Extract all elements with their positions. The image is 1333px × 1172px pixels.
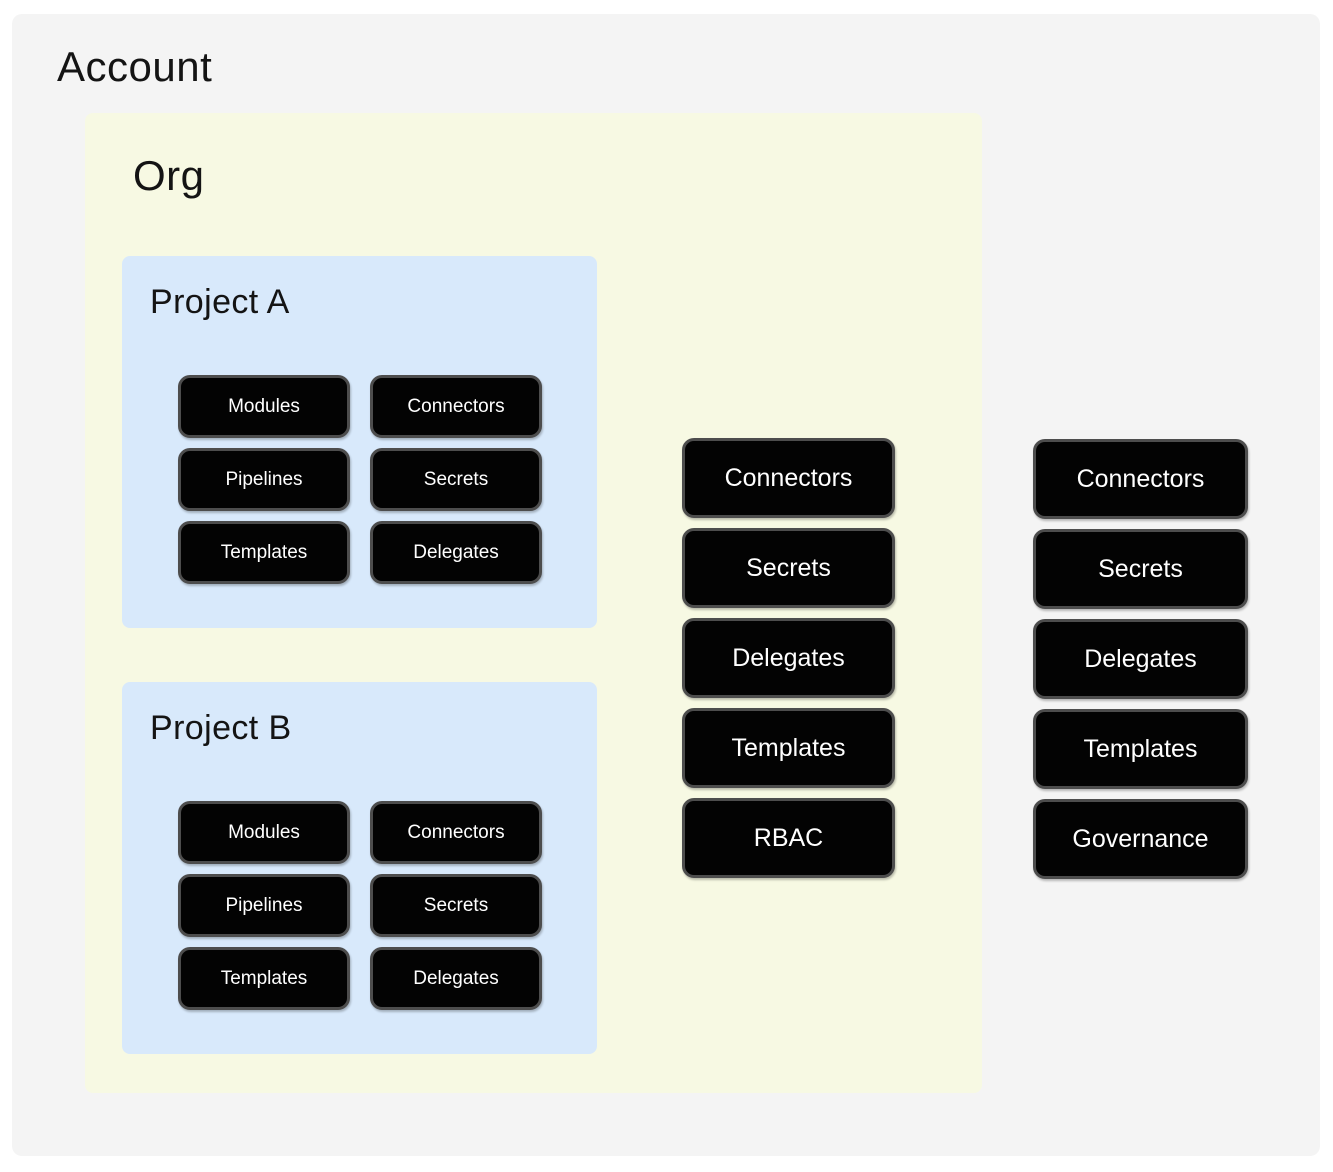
org-title: Org xyxy=(133,152,205,199)
pill-connectors: Connectors xyxy=(1033,439,1248,519)
project-b-container: Project B Modules Connectors Pipelines S… xyxy=(122,682,597,1054)
pill-templates: Templates xyxy=(178,947,350,1010)
org-pill-column: Connectors Secrets Delegates Templates R… xyxy=(682,438,895,878)
pill-templates: Templates xyxy=(682,708,895,788)
pill-secrets: Secrets xyxy=(682,528,895,608)
project-b-title: Project B xyxy=(150,709,292,747)
pill-connectors: Connectors xyxy=(370,375,542,438)
pill-secrets: Secrets xyxy=(370,448,542,511)
pill-pipelines: Pipelines xyxy=(178,448,350,511)
project-a-title: Project A xyxy=(150,283,290,321)
pill-connectors: Connectors xyxy=(682,438,895,518)
pill-modules: Modules xyxy=(178,375,350,438)
pill-rbac: RBAC xyxy=(682,798,895,878)
project-b-pill-grid: Modules Connectors Pipelines Secrets Tem… xyxy=(178,801,542,1010)
account-container: Account Org Project A Modules Connectors… xyxy=(12,14,1320,1156)
pill-delegates: Delegates xyxy=(682,618,895,698)
pill-delegates: Delegates xyxy=(370,521,542,584)
pill-secrets: Secrets xyxy=(1033,529,1248,609)
pill-secrets: Secrets xyxy=(370,874,542,937)
account-title: Account xyxy=(57,43,213,90)
pill-modules: Modules xyxy=(178,801,350,864)
pill-governance: Governance xyxy=(1033,799,1248,879)
pill-templates: Templates xyxy=(178,521,350,584)
project-a-pill-grid: Modules Connectors Pipelines Secrets Tem… xyxy=(178,375,542,584)
pill-connectors: Connectors xyxy=(370,801,542,864)
account-pill-column: Connectors Secrets Delegates Templates G… xyxy=(1033,439,1248,879)
project-a-container: Project A Modules Connectors Pipelines S… xyxy=(122,256,597,628)
pill-delegates: Delegates xyxy=(370,947,542,1010)
pill-pipelines: Pipelines xyxy=(178,874,350,937)
org-container: Org Project A Modules Connectors Pipelin… xyxy=(85,113,982,1093)
pill-delegates: Delegates xyxy=(1033,619,1248,699)
pill-templates: Templates xyxy=(1033,709,1248,789)
